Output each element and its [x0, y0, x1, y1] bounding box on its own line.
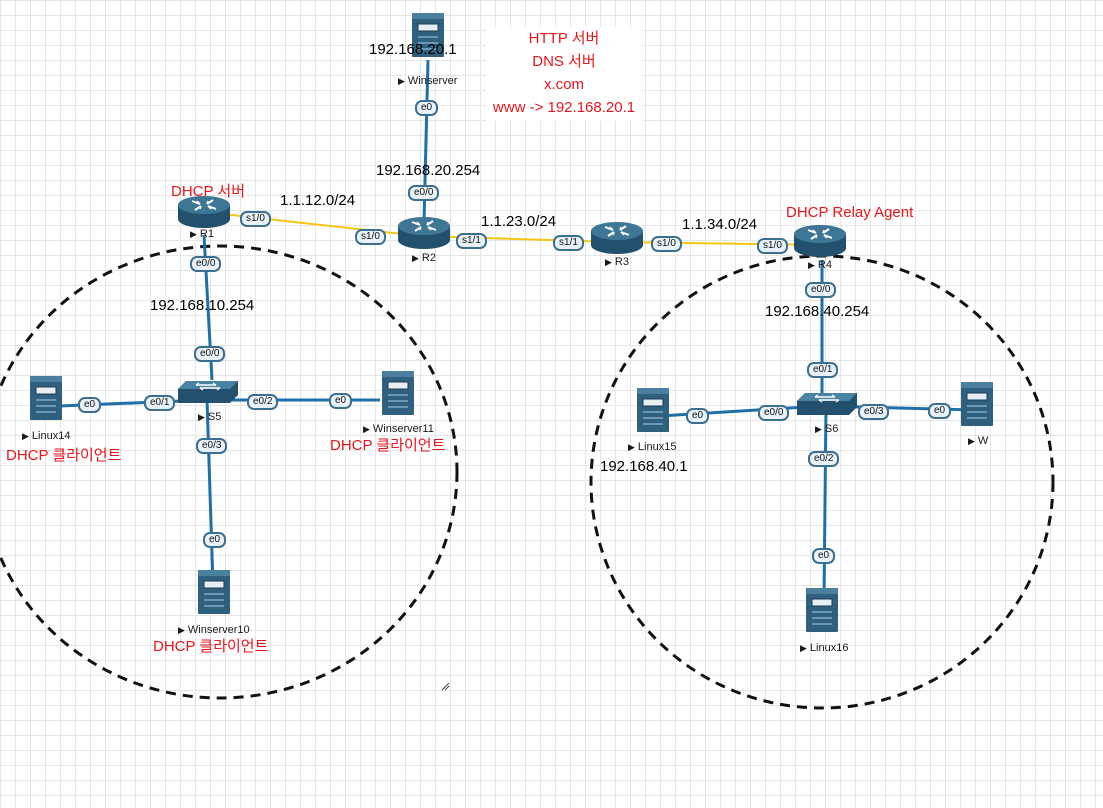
- port-r4-s1-0[interactable]: s1/0: [757, 238, 788, 254]
- port-r1-e0-0[interactable]: e0/0: [190, 256, 222, 272]
- winserver-name[interactable]: Winserver: [398, 75, 458, 88]
- linux14-client-label: DHCP 클라이언트: [6, 447, 122, 464]
- r2-lan-ip-label: 192.168.20.254: [376, 162, 481, 179]
- winserver11-client-label: DHCP 클라이언트: [330, 437, 446, 454]
- port-s5-e0-3[interactable]: e0/3: [196, 438, 228, 454]
- note-line: DNS 서버: [532, 53, 596, 70]
- port-r2-s1-0[interactable]: s1/0: [355, 229, 386, 245]
- r4-router-icon[interactable]: [793, 224, 847, 258]
- winserver-ip-label: 192.168.20.1: [369, 41, 457, 58]
- winserver10-name[interactable]: Winserver10: [178, 624, 250, 637]
- winserver10-server-icon[interactable]: [197, 569, 231, 615]
- s5-name[interactable]: S5: [198, 411, 221, 424]
- net-34-label: 1.1.34.0/24: [682, 216, 758, 233]
- port-linux15-e0[interactable]: e0: [686, 408, 710, 424]
- domain-circle-left: [0, 244, 459, 700]
- s5-switch-icon[interactable]: [177, 380, 239, 404]
- r1-router-icon[interactable]: [177, 195, 231, 229]
- linux14-name[interactable]: Linux14: [22, 430, 71, 443]
- winserver11-server-icon[interactable]: [381, 370, 415, 416]
- port-s5-e0-1[interactable]: e0/1: [144, 395, 176, 411]
- port-winserver11-e0[interactable]: e0: [329, 393, 353, 409]
- r4-lan-ip-label: 192.168.40.254: [765, 303, 870, 320]
- port-winserver10-e0[interactable]: e0: [203, 532, 227, 548]
- r2-router-icon[interactable]: [397, 216, 451, 250]
- linux16-server-icon[interactable]: [805, 587, 839, 633]
- port-s6-e0-0[interactable]: e0/0: [758, 405, 790, 421]
- winserver10-client-label: DHCP 클라이언트: [153, 638, 269, 655]
- link-r1-r2: [204, 211, 421, 237]
- s6-name[interactable]: S6: [815, 423, 838, 436]
- r4-name[interactable]: R4: [808, 259, 832, 272]
- linux15-name[interactable]: Linux15: [628, 441, 677, 454]
- resize-grip-icon[interactable]: [441, 682, 450, 691]
- net-23-label: 1.1.23.0/24: [481, 213, 557, 230]
- linux15-ip-label: 192.168.40.1: [600, 458, 688, 475]
- port-w-e0[interactable]: e0: [928, 403, 952, 419]
- r1-name[interactable]: R1: [190, 228, 214, 241]
- winserver11-name[interactable]: Winserver11: [363, 423, 434, 436]
- net-12-label: 1.1.12.0/24: [280, 192, 356, 209]
- port-r3-s1-1[interactable]: s1/1: [553, 235, 584, 251]
- link-s6-linux16: [822, 405, 828, 601]
- note-line: HTTP 서버: [528, 30, 600, 47]
- port-r2-e0-0[interactable]: e0/0: [408, 185, 440, 201]
- port-s5-e0-0[interactable]: e0/0: [194, 346, 226, 362]
- port-r2-s1-1[interactable]: s1/1: [456, 233, 487, 249]
- r3-name[interactable]: R3: [605, 256, 629, 269]
- link-s5-winserver10: [205, 399, 215, 586]
- r4-role-label: DHCP Relay Agent: [786, 204, 914, 221]
- port-s6-e0-2[interactable]: e0/2: [808, 451, 840, 467]
- r1-lan-ip-label: 192.168.10.254: [150, 297, 255, 314]
- port-r4-e0-0[interactable]: e0/0: [805, 282, 837, 298]
- note-line: www -> 192.168.20.1: [492, 99, 636, 116]
- link-r3-r4: [613, 241, 821, 246]
- w-server-icon[interactable]: [960, 381, 994, 427]
- port-s6-e0-1[interactable]: e0/1: [807, 362, 839, 378]
- port-r1-s1-0[interactable]: s1/0: [240, 211, 271, 227]
- port-s6-e0-3[interactable]: e0/3: [858, 404, 890, 420]
- r1-role-label: DHCP 서버: [171, 183, 245, 200]
- port-linux14-e0[interactable]: e0: [78, 397, 102, 413]
- r3-router-icon[interactable]: [590, 221, 644, 255]
- port-linux16-e0[interactable]: e0: [812, 548, 836, 564]
- note-line: x.com: [543, 76, 584, 93]
- port-r3-s1-0[interactable]: s1/0: [651, 236, 682, 252]
- linux14-server-icon[interactable]: [29, 375, 63, 421]
- linux16-name[interactable]: Linux16: [800, 642, 849, 655]
- service-note: HTTP 서버 DNS 서버 x.com www -> 192.168.20.1: [486, 27, 642, 121]
- port-s5-e0-2[interactable]: e0/2: [247, 394, 279, 410]
- s6-switch-icon[interactable]: [796, 392, 858, 416]
- linux15-server-icon[interactable]: [636, 387, 670, 433]
- w-name[interactable]: W: [968, 435, 988, 448]
- r2-name[interactable]: R2: [412, 252, 436, 265]
- port-winserver-e0[interactable]: e0: [415, 100, 439, 116]
